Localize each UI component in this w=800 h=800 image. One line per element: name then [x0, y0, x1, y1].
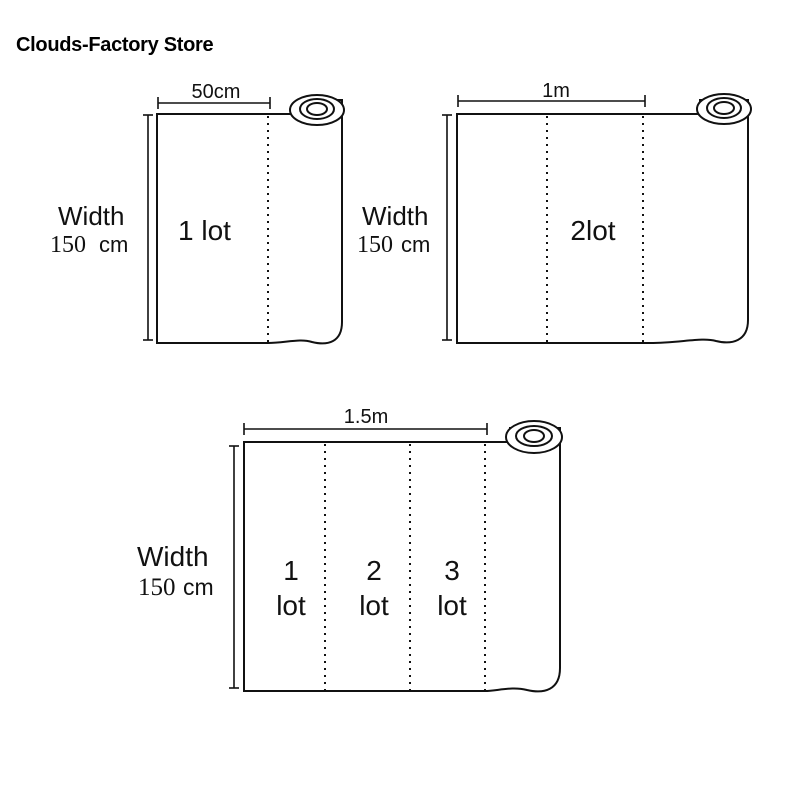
lot-number: 3	[444, 555, 460, 586]
width-value: 150	[357, 232, 393, 258]
fabric-sheet	[156, 99, 343, 345]
roll-core	[306, 102, 328, 116]
roll-core	[713, 101, 735, 115]
roll-core	[523, 429, 545, 443]
width-label: Width	[58, 201, 124, 231]
lot-number: 2	[366, 555, 382, 586]
length-label: 1.5m	[344, 406, 388, 428]
lot-word: lot	[359, 590, 389, 621]
width-label: Width	[362, 201, 428, 231]
lot-label: 2lot	[570, 215, 615, 246]
width-unit: cm	[183, 574, 214, 600]
length-label: 50cm	[192, 81, 241, 103]
width-value: 150	[50, 232, 86, 258]
fabric-roll-1-5m: 1.5m Width 150 cm 1 lot 2 lot 3 lot	[137, 406, 563, 693]
width-unit: cm	[401, 232, 430, 257]
lot-word: lot	[437, 590, 467, 621]
fabric-sheet	[243, 427, 561, 693]
width-label: Width	[137, 541, 209, 572]
store-title: Clouds-Factory Store	[16, 34, 214, 56]
width-value: 150	[138, 574, 176, 601]
fabric-roll-50cm: 50cm Width 150 cm 1 lot	[50, 81, 345, 345]
fabric-sheet	[456, 99, 749, 344]
lot-label: 1 lot	[178, 215, 231, 246]
lot-word: lot	[276, 590, 306, 621]
lot-number: 1	[283, 555, 299, 586]
length-label: 1m	[542, 80, 570, 102]
fabric-roll-1m: 1m Width 150 cm 2lot	[357, 80, 752, 344]
width-unit: cm	[99, 232, 128, 257]
